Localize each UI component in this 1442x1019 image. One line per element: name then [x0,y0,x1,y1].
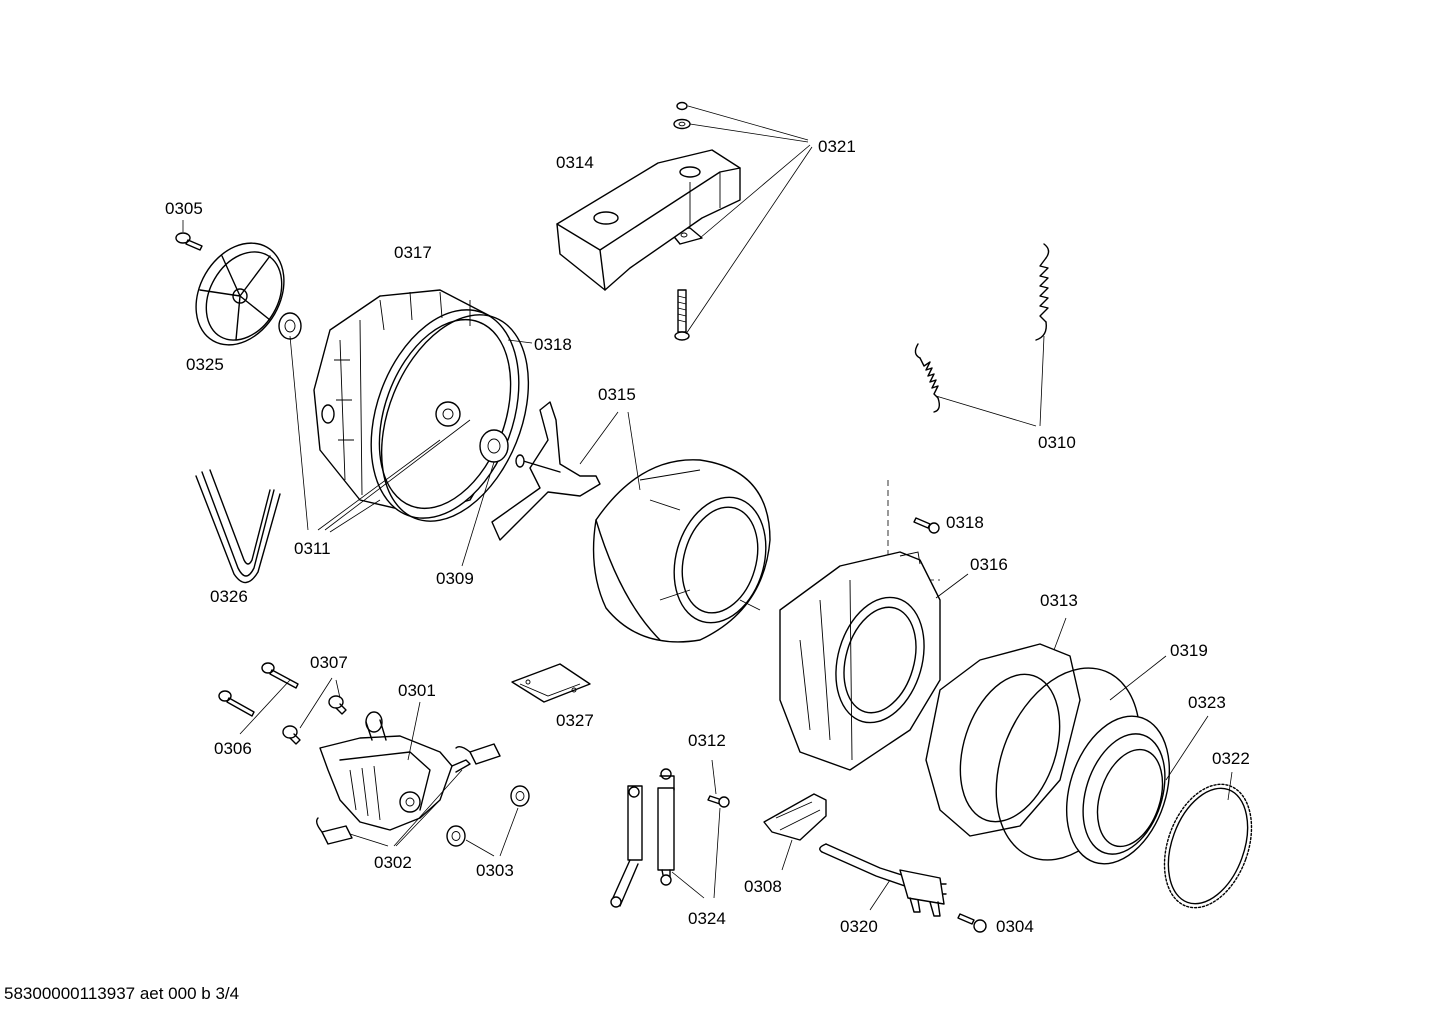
part-0303-bushings [446,785,530,847]
label-0309: 0309 [436,569,474,588]
leader-0301 [407,701,421,761]
part-0317-rear-tub [313,289,520,519]
leader-0302 [349,769,463,847]
label-0307: 0307 [310,653,348,672]
label-0310: 0310 [1038,433,1076,452]
part-0318-screw [913,517,940,534]
part-0314-counterweight [556,149,741,291]
part-0315-drum-spider [491,401,771,643]
part-0301-motor [319,711,471,831]
leader-0308 [781,839,793,871]
part-0324-dampers [610,768,675,908]
leader-0324 [671,807,721,899]
label-0301: 0301 [398,681,436,700]
part-0309-bearing [479,429,509,463]
part-0310-springs [914,243,1050,413]
leader-0313 [1053,617,1067,651]
label-0317: 0317 [394,243,432,262]
label-0319: 0319 [1170,641,1208,660]
part-0323-gasket [1065,715,1171,865]
leader-0322 [1227,771,1233,801]
leader-0310 [935,335,1045,427]
part-0308-bracket [763,793,827,841]
label-0320: 0320 [840,917,878,936]
leader-0315 [579,411,641,491]
leader-0306 [239,679,291,735]
label-0315: 0315 [598,385,636,404]
part-0326-belt [195,469,281,584]
label-0318-front: 0318 [946,513,984,532]
part-0305-screw [175,232,203,251]
label-0325: 0325 [186,355,224,374]
part-0304-sensor [957,913,987,933]
part-0325-pulley [195,242,302,346]
document-code: 58300000113937 aet 000 b 3/4 [4,984,239,1003]
leader-0307 [299,677,341,729]
part-0306-screws [218,662,299,717]
leader-0318a [507,339,533,344]
label-0324: 0324 [688,909,726,928]
label-0321: 0321 [818,137,856,156]
label-0327: 0327 [556,711,594,730]
leader-0316 [935,573,969,599]
leader-0319 [1109,655,1167,701]
leader-0320 [869,879,891,911]
part-0302-brushes [315,743,501,845]
leader-0309 [461,461,495,567]
part-0307-fasteners [282,695,347,745]
leader-0303 [465,807,519,857]
label-0313: 0313 [1040,591,1078,610]
leader-0321 [685,105,813,335]
part-0316-front-tub [779,551,941,771]
label-0318-rear: 0318 [534,335,572,354]
part-0320-heater [819,843,947,917]
label-0326: 0326 [210,587,248,606]
leader-0311 [289,335,471,533]
label-0308: 0308 [744,877,782,896]
part-0313-frame [925,643,1081,837]
label-0305: 0305 [165,199,203,218]
part-0318-rear-seal [380,314,530,522]
label-0314: 0314 [556,153,594,172]
label-0303: 0303 [476,861,514,880]
label-0322: 0322 [1212,749,1250,768]
part-0312-screw [707,795,730,808]
leader-0312 [711,759,717,795]
part-labels: 0321 0314 0305 0317 0318 0325 0315 0310 … [165,137,1250,936]
label-0312: 0312 [688,731,726,750]
label-0306: 0306 [214,739,252,758]
label-0302: 0302 [374,853,412,872]
part-0327-plate [511,663,591,703]
label-0304: 0304 [996,917,1034,936]
label-0311: 0311 [294,539,331,558]
label-0323: 0323 [1188,693,1226,712]
leader-0323 [1165,715,1209,781]
label-0316: 0316 [970,555,1008,574]
